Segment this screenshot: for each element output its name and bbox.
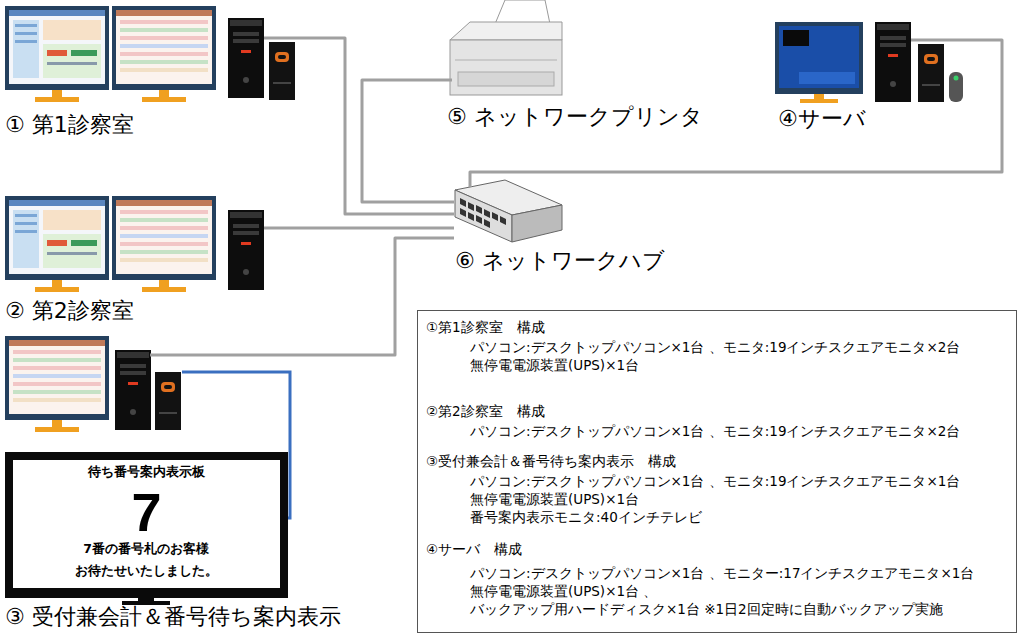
config-text: 無停電電源装置(UPS)×1台 (470, 357, 639, 374)
config-text: ①第1診察室 構成 (426, 319, 545, 336)
desktop-pc (115, 350, 151, 430)
reception-equipment (5, 336, 290, 605)
node-label: ① 第1診察室 (5, 112, 134, 138)
config-text: パソコン:デスクトップパソコン×1台 、モニタ:19インチスクエアモニタ×2台 (470, 339, 960, 356)
monitor (112, 196, 216, 292)
wire-stub (150, 38, 970, 355)
config-text: ②第2診察室 構成 (426, 403, 545, 420)
node-label: ③ 受付兼会計＆番号待ち案内表示 (5, 604, 341, 630)
monitor (5, 6, 109, 102)
printer-drawing (450, 0, 562, 95)
reception-device-group: ③ 受付兼会計＆番号待ち案内表示 待ち番号案内表示板 77番の番号札のお客様 お待た… (0, 330, 380, 635)
config-text: ④サーバ 構成 (426, 541, 522, 558)
hub-group: ⑥ ネットワークハブ (454, 178, 694, 278)
hub-drawing (455, 180, 562, 242)
node-label: ⑥ ネットワークハブ (455, 248, 665, 274)
config-text: パソコン:デスクトップパソコン×1台 、モニター:17インチスクエアモニタ×1台 (470, 565, 974, 582)
lan-cable (362, 80, 454, 202)
room-device-group: ② 第2診察室 (0, 190, 300, 328)
desktop-pc (228, 18, 264, 98)
server-group: ④サーバ (770, 8, 970, 140)
hdmi-cable (182, 372, 290, 518)
node-label: 7 (5, 482, 288, 542)
monitor (112, 6, 216, 102)
lan-cable (300, 227, 454, 230)
server-pc (875, 22, 911, 102)
ups (918, 44, 944, 102)
node-label: 7番の番号札のお客様 お待たせいたしました。 (61, 538, 231, 582)
server-drawing (775, 22, 963, 103)
desktop-pc (228, 210, 264, 290)
node-label: 待ち番号案内表示板 (5, 464, 288, 480)
printer-group: ⑤ ネットワークプリンタ (440, 0, 730, 140)
tv-bezel (5, 452, 288, 598)
config-text: パソコン:デスクトップパソコン×1台 、モニタ:19インチスクエアモニタ×1台 (470, 473, 960, 490)
node-label: ⑤ ネットワークプリンタ (447, 104, 703, 130)
config-text: 無停電電源装置(UPS)×1台 (470, 491, 639, 508)
room-device-group: ① 第1診察室 (0, 0, 300, 145)
config-text: ③受付兼会計＆番号待ち案内表示 構成 (426, 453, 676, 470)
clinic-room-1-equipment (5, 6, 295, 102)
configuration-box: ①第1診察室 構成パソコン:デスクトップパソコン×1台 、モニタ:19インチスク… (417, 310, 1017, 633)
config-text: 無停電電源装置(UPS)×1台 、 (470, 583, 657, 600)
number-display-screen: 待ち番号案内表示板 77番の番号札のお客様 お待たせいたしました。 (5, 452, 288, 598)
monitor (5, 196, 109, 292)
node-label: ④サーバ (778, 106, 866, 132)
lan-cable (300, 38, 454, 214)
config-text: パソコン:デスクトップパソコン×1台 、モニタ:19インチスクエアモニタ×2台 (470, 423, 960, 440)
ups (155, 372, 181, 430)
ups (269, 42, 295, 100)
config-text: 番号案内表示モニタ:40インチテレビ (470, 509, 702, 526)
clinic-room-2-equipment (5, 196, 264, 292)
node-label: ② 第2診察室 (5, 298, 134, 324)
monitor (5, 336, 109, 432)
config-text: バックアップ用ハードディスク×1台 ※1日2回定時に自動バックアップ実施 (470, 601, 943, 618)
